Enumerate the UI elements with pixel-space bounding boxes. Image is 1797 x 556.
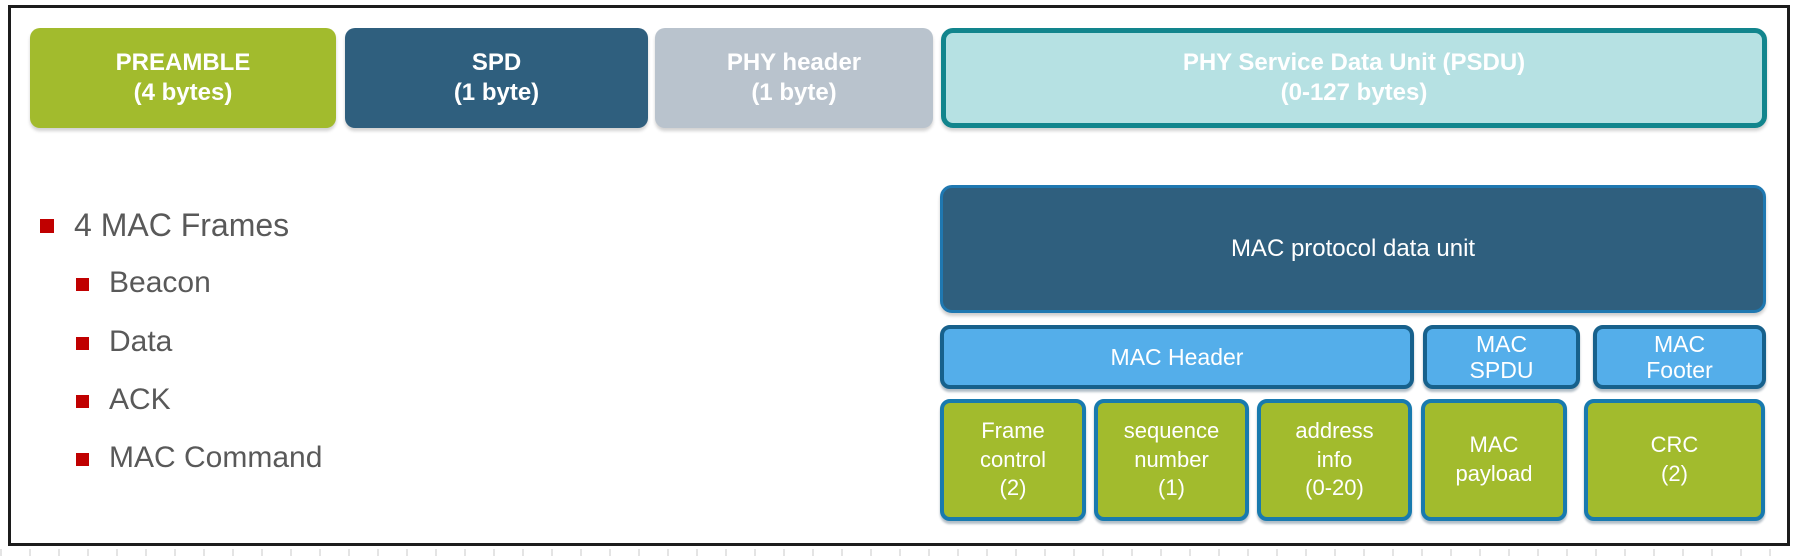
notes-title: 4 MAC Frames xyxy=(74,206,290,243)
notes-list-title-row: 4 MAC Frames xyxy=(40,205,289,245)
field-label-line: number xyxy=(1134,446,1209,472)
mac-footer-label-line2: Footer xyxy=(1646,357,1713,383)
spd-block: SPD (1 byte) xyxy=(345,28,648,128)
spd-title: SPD xyxy=(471,49,522,76)
bullet-square-icon xyxy=(76,277,89,291)
field-crc: CRC (2) xyxy=(1584,399,1765,521)
mac-header-label: MAC Header xyxy=(1110,343,1244,370)
bullet-square-icon xyxy=(40,219,54,233)
spd-subtitle: (1 byte) xyxy=(453,79,540,106)
field-frame-control: Frame control (2) xyxy=(940,399,1086,521)
phy-header-title: PHY header xyxy=(726,49,862,76)
mac-spdu-label-line2: SPDU xyxy=(1469,357,1534,383)
field-label-line: CRC xyxy=(1650,432,1699,458)
note-item-label: ACK xyxy=(109,383,171,416)
bullet-square-icon xyxy=(76,394,89,408)
preamble-subtitle: (4 bytes) xyxy=(133,79,233,106)
phy-header-block: PHY header (1 byte) xyxy=(655,28,933,128)
note-item-label: Data xyxy=(109,325,173,358)
mpdu-label: MAC protocol data unit xyxy=(1230,235,1476,262)
psdu-block: PHY Service Data Unit (PSDU) (0-127 byte… xyxy=(941,28,1767,128)
field-label-line: (1) xyxy=(1158,475,1185,501)
mac-header-block: MAC Header xyxy=(940,325,1414,389)
phy-header-subtitle: (1 byte) xyxy=(751,79,837,106)
note-item-beacon: Beacon xyxy=(76,263,211,303)
psdu-title: PHY Service Data Unit (PSDU) xyxy=(1182,49,1526,76)
psdu-subtitle: (0-127 bytes) xyxy=(1280,79,1428,106)
mac-footer-label-line1: MAC xyxy=(1653,330,1706,357)
field-label-line: (2) xyxy=(1661,461,1688,486)
mac-spdu-block: MAC SPDU xyxy=(1423,325,1580,389)
field-address-info: address info (0-20) xyxy=(1257,399,1412,521)
ruler-ticks xyxy=(0,549,1797,556)
field-label-line: Frame xyxy=(981,418,1045,444)
note-item-ack: ACK xyxy=(76,380,171,420)
note-item-mac-command: MAC Command xyxy=(76,438,322,478)
field-label-line: payload xyxy=(1455,461,1533,486)
bullet-square-icon xyxy=(76,452,89,466)
preamble-title: PREAMBLE xyxy=(115,49,251,76)
field-sequence-number: sequence number (1) xyxy=(1094,399,1249,521)
field-label-line: (2) xyxy=(999,475,1027,501)
field-label-line: sequence xyxy=(1123,418,1220,444)
field-label-line: address xyxy=(1295,418,1374,444)
mac-spdu-label-line1: MAC xyxy=(1475,330,1528,357)
field-label-line: (0-20) xyxy=(1305,475,1364,501)
mpdu-block: MAC protocol data unit xyxy=(940,185,1766,313)
preamble-block: PREAMBLE (4 bytes) xyxy=(30,28,336,128)
note-item-label: MAC Command xyxy=(109,441,323,474)
bullet-square-icon xyxy=(76,336,89,350)
note-item-label: Beacon xyxy=(109,266,211,299)
field-mac-payload: MAC payload xyxy=(1421,399,1567,521)
note-item-data: Data xyxy=(76,322,172,362)
field-label-line: control xyxy=(979,446,1047,472)
field-label-line: MAC xyxy=(1469,432,1519,458)
mac-footer-block: MAC Footer xyxy=(1593,325,1766,389)
field-label-line: info xyxy=(1316,446,1353,472)
